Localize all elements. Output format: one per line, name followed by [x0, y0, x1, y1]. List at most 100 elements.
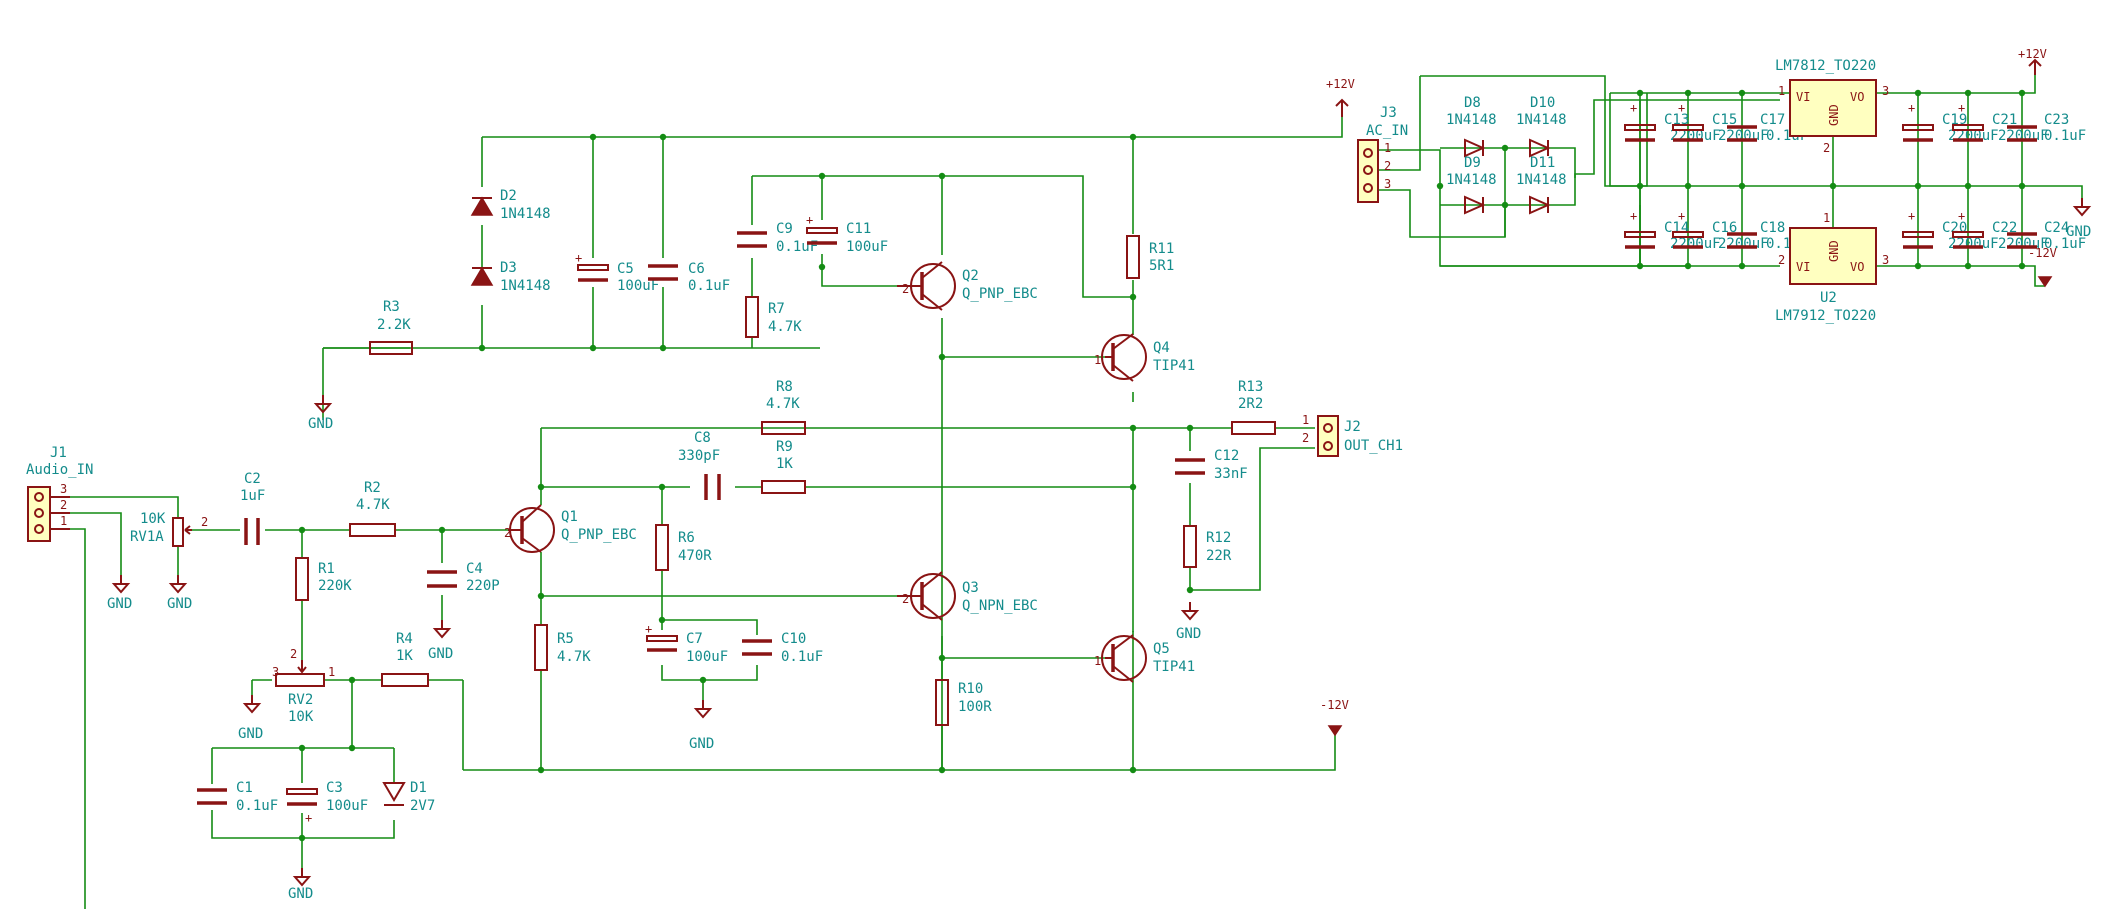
svg-text:LM7912_TO220: LM7912_TO220 [1775, 308, 1876, 324]
svg-text:Q5: Q5 [1153, 641, 1170, 657]
svg-text:+: + [1630, 101, 1637, 115]
transistor-q2[interactable]: 2 Q2Q_PNP_EBC [897, 261, 1038, 311]
svg-text:10K: 10K [288, 709, 314, 725]
svg-text:1: 1 [1384, 141, 1391, 155]
svg-text:+: + [1958, 209, 1965, 223]
svg-text:R7: R7 [768, 301, 785, 317]
resistor-r8[interactable]: R84.7K [761, 379, 806, 435]
connector-j1[interactable]: 3 2 1 J1 Audio_IN [26, 445, 93, 542]
svg-text:4.7K: 4.7K [766, 396, 800, 412]
svg-text:+: + [1630, 209, 1637, 223]
svg-text:C22: C22 [1992, 220, 2017, 236]
capacitor-c1[interactable]: C10.1uF [197, 780, 278, 814]
svg-text:C21: C21 [1992, 112, 2017, 128]
resistor-r5[interactable]: R54.7K [534, 624, 591, 671]
svg-text:2R2: 2R2 [1238, 396, 1263, 412]
svg-text:GND: GND [1827, 104, 1841, 126]
svg-text:R10: R10 [958, 681, 983, 697]
svg-text:RV1A: RV1A [130, 529, 164, 545]
potentiometer-rv2[interactable]: 2 3 1 RV2 10K [272, 647, 335, 725]
svg-text:3: 3 [1882, 253, 1889, 267]
regulator-u1[interactable]: VI VO GND 1 3 2 LM7812_TO220 [1775, 58, 1889, 155]
transistor-q1[interactable]: 2 Q1Q_PNP_EBC [504, 504, 637, 553]
svg-text:+12V: +12V [2018, 47, 2047, 61]
svg-text:GND: GND [238, 726, 263, 742]
connector-j3[interactable]: 1 2 3 J3 AC_IN [1357, 105, 1408, 203]
regulator-u2[interactable]: VI VO GND 2 3 1 U2 LM7912_TO220 [1775, 211, 1889, 324]
svg-text:Q_PNP_EBC: Q_PNP_EBC [561, 527, 637, 543]
svg-text:-12V: -12V [1320, 698, 1349, 712]
svg-text:1N4148: 1N4148 [500, 278, 551, 294]
svg-text:RV2: RV2 [288, 692, 313, 708]
resistor-r3[interactable]: R32.2K [369, 299, 413, 355]
svg-text:C17: C17 [1760, 112, 1785, 128]
svg-text:C12: C12 [1214, 448, 1239, 464]
svg-text:GND: GND [1827, 240, 1841, 262]
resistor-r7[interactable]: R74.7K [745, 296, 802, 338]
svg-text:33nF: 33nF [1214, 466, 1248, 482]
connector-j2[interactable]: 1 2 J2 OUT_CH1 [1302, 413, 1403, 457]
svg-text:TIP41: TIP41 [1153, 358, 1195, 374]
potentiometer-rv1a[interactable]: 2 10K RV1A [130, 511, 208, 547]
svg-text:R4: R4 [396, 631, 413, 647]
svg-text:1N4148: 1N4148 [500, 206, 551, 222]
svg-text:1: 1 [1823, 211, 1830, 225]
svg-text:1N4148: 1N4148 [1516, 112, 1567, 128]
capacitor-c12[interactable]: C12 33nF [1175, 448, 1248, 482]
svg-text:C14: C14 [1664, 220, 1689, 236]
svg-text:10K: 10K [140, 511, 166, 527]
svg-text:100uF: 100uF [326, 798, 368, 814]
svg-text:R6: R6 [678, 530, 695, 546]
capacitor-c6[interactable]: C60.1uF [648, 261, 730, 294]
svg-text:VO: VO [1850, 90, 1864, 104]
svg-text:+: + [806, 213, 813, 227]
svg-text:U2: U2 [1820, 290, 1837, 306]
svg-text:100uF: 100uF [686, 649, 728, 665]
svg-text:2200uF: 2200uF [1998, 236, 2049, 252]
gnd-j1: GND [107, 574, 132, 612]
transistor-q3[interactable]: 2 Q3Q_NPN_EBC [897, 571, 1038, 621]
svg-text:OUT_CH1: OUT_CH1 [1344, 438, 1403, 454]
resistor-r2[interactable]: R24.7K [349, 480, 396, 537]
gnd-rv2: GND [238, 694, 263, 742]
svg-text:2.2K: 2.2K [377, 317, 411, 333]
svg-text:C16: C16 [1712, 220, 1737, 236]
svg-text:Q4: Q4 [1153, 340, 1170, 356]
svg-text:2200uF: 2200uF [1718, 236, 1769, 252]
svg-text:3: 3 [272, 665, 279, 679]
svg-text:GND: GND [107, 596, 132, 612]
power-vneg-psu: -12V [2028, 246, 2057, 288]
svg-text:+: + [645, 622, 652, 636]
svg-text:C4: C4 [466, 561, 483, 577]
svg-text:220K: 220K [318, 578, 352, 594]
svg-text:R9: R9 [776, 439, 793, 455]
